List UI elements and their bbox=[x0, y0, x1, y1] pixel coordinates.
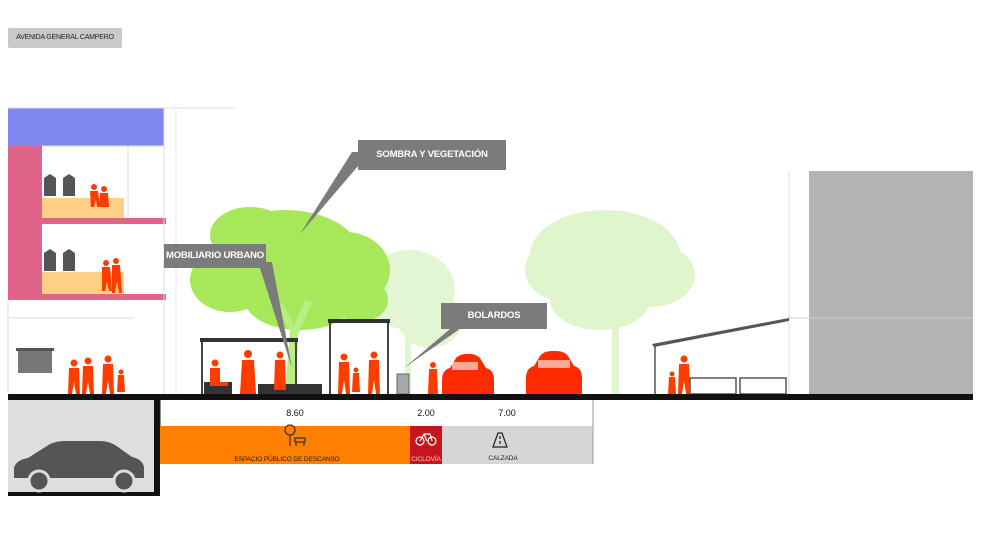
dim-bike-lane: 2.00 bbox=[417, 408, 435, 418]
dim-roadway: 7.00 bbox=[498, 408, 516, 418]
ground-line bbox=[8, 394, 973, 400]
shade-pointer bbox=[300, 152, 370, 234]
bollard bbox=[396, 373, 410, 395]
people-figures bbox=[68, 184, 690, 394]
bench-tree-icon bbox=[284, 424, 306, 446]
tree-main bbox=[190, 207, 390, 394]
band-roadway bbox=[442, 426, 593, 464]
callout-bollards: BOLARDOS bbox=[441, 303, 547, 329]
tree-light-right bbox=[525, 210, 695, 394]
building-right bbox=[652, 171, 973, 395]
car-front-1 bbox=[442, 354, 494, 394]
building-left bbox=[7, 107, 235, 394]
callout-shade: SOMBRA Y VEGETACIÓN bbox=[358, 140, 506, 170]
car-front-2 bbox=[526, 351, 582, 394]
callout-furniture: MOBILIARIO URBANO bbox=[164, 244, 266, 268]
band-bike-lane bbox=[410, 426, 442, 464]
label-rest-space: ESPACIO PÚBLICO DE DESCANSO bbox=[234, 456, 340, 463]
dim-rest-space: 8.60 bbox=[286, 408, 304, 418]
furniture-pointer bbox=[258, 262, 292, 368]
street-name-tag: AVENIDA GENERAL CAMPERO bbox=[8, 28, 122, 48]
road-icon bbox=[492, 432, 508, 448]
bicycle-icon bbox=[415, 433, 437, 446]
bench bbox=[258, 384, 322, 394]
underground-parking bbox=[8, 400, 160, 496]
label-roadway: CALZADA bbox=[488, 455, 518, 462]
label-bike-lane: CICLOVÍA bbox=[411, 456, 441, 463]
